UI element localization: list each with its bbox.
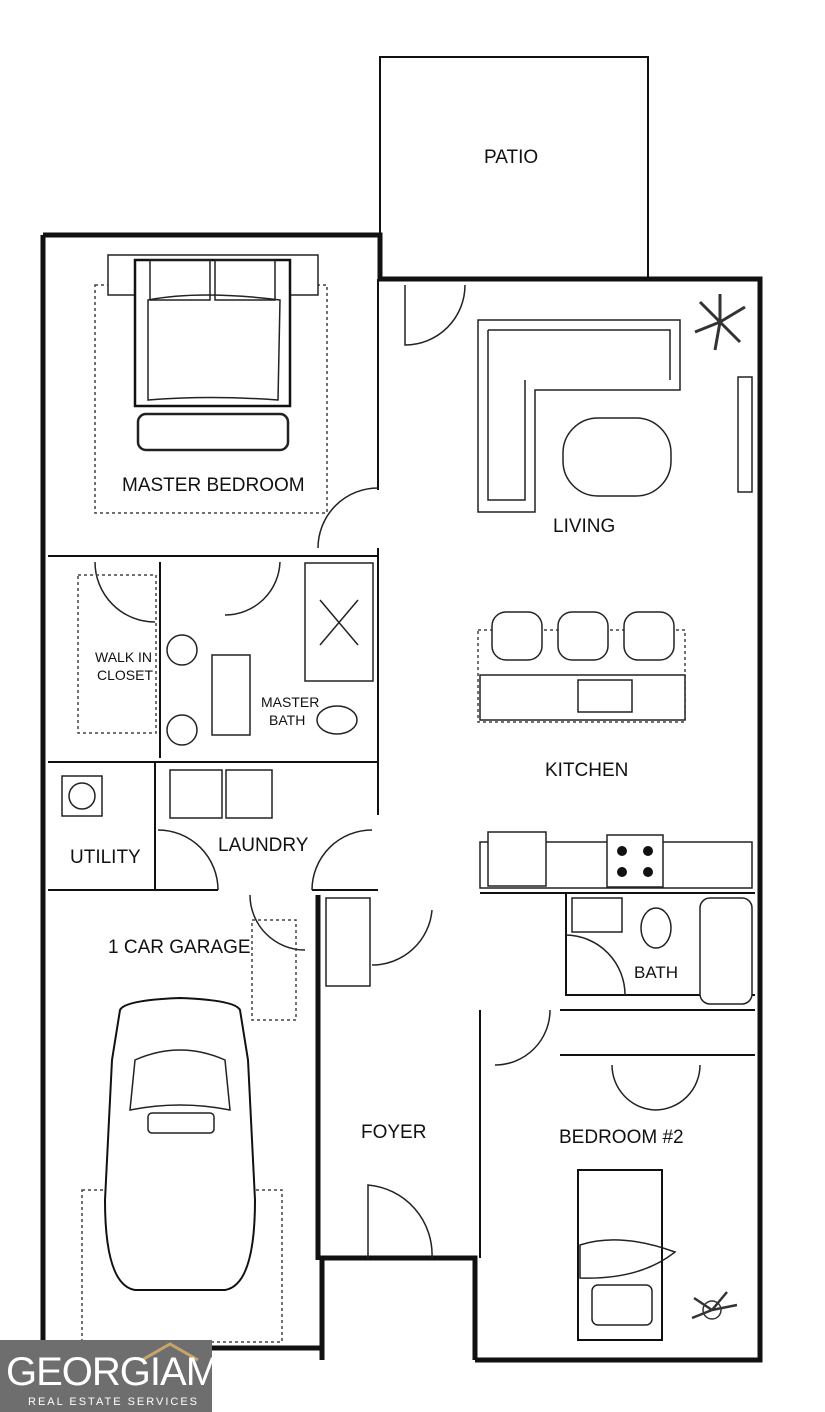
master-bedroom-door [317, 487, 379, 549]
walk-in-closet-rod [77, 574, 157, 734]
stool-2 [557, 611, 609, 661]
closet-wall [48, 562, 378, 763]
room-label-master-bath-1: MASTER [261, 694, 319, 710]
georgia-mls-logo: GEORGIAMLS REAL ESTATE SERVICES [0, 1340, 266, 1412]
room-label-garage: 1 CAR GARAGE [108, 937, 251, 958]
master-toilet [316, 705, 358, 735]
garage-attic-hatch [251, 919, 297, 1021]
room-label-foyer: FOYER [361, 1122, 426, 1143]
bedroom2-door [494, 1009, 551, 1066]
sectional-sofa [477, 319, 681, 513]
burner-4 [643, 867, 653, 877]
room-label-living: LIVING [553, 516, 615, 537]
logo-sub-text: REAL ESTATE SERVICES [28, 1396, 200, 1408]
car [103, 996, 257, 1291]
water-heater-circle [68, 782, 96, 810]
bath2-sink [571, 897, 623, 933]
exterior-wall [43, 232, 763, 1363]
sink-icon [577, 679, 633, 713]
room-label-walk-in-2: CLOSET [97, 667, 153, 683]
bath2-toilet [640, 907, 672, 949]
room-label-master-bedroom: MASTER BEDROOM [122, 475, 305, 496]
master-bed [133, 258, 292, 408]
bath-walls [565, 893, 755, 996]
room-label-kitchen: KITCHEN [545, 760, 628, 781]
shower-drain [319, 599, 359, 646]
burner-1 [617, 846, 627, 856]
patio-door [404, 284, 466, 346]
vanity-sink-1 [166, 634, 198, 666]
closet2-doors [611, 1064, 701, 1111]
bath-door [224, 561, 281, 616]
bedroom2-blanket [579, 1239, 677, 1279]
room-label-laundry: LAUNDRY [218, 835, 309, 856]
room-label-bedroom2: BEDROOM #2 [559, 1127, 684, 1148]
car-windshield [129, 1049, 231, 1111]
bedroom2-pillow [591, 1284, 653, 1326]
bedroom2-walls [479, 1009, 755, 1258]
front-door [367, 1184, 433, 1259]
bathtub [699, 897, 753, 1005]
coffee-table [562, 417, 672, 497]
garage-door-swing [249, 894, 306, 951]
car-roof [147, 1112, 215, 1134]
patio-outline [379, 56, 649, 280]
laundry-door [311, 829, 373, 891]
stool-3 [623, 611, 675, 661]
closet-door [94, 561, 156, 623]
room-label-master-bath-2: BATH [269, 712, 305, 728]
roof-icon [141, 1342, 199, 1362]
utility-door [157, 829, 219, 891]
burner-3 [617, 867, 627, 877]
plant-icon [691, 1291, 738, 1320]
master-bench [136, 412, 290, 452]
bath-mat [211, 654, 251, 736]
stool-1 [491, 611, 543, 661]
logo-main-text: GEORGIAMLS [6, 1350, 266, 1394]
room-label-patio: PATIO [484, 147, 538, 168]
burner-2 [643, 846, 653, 856]
foyer-closet [325, 897, 371, 987]
bath2-door [565, 934, 626, 996]
plant-icon [694, 294, 746, 351]
foyer-closet-door [371, 909, 433, 966]
washer [169, 769, 223, 819]
range [606, 834, 664, 888]
dryer [225, 769, 273, 819]
fridge [487, 831, 547, 887]
window-right [737, 376, 753, 493]
room-label-bath: BATH [634, 963, 678, 982]
vanity-sink-2 [166, 714, 198, 746]
master-duvet [147, 294, 281, 401]
room-label-walk-in-1: WALK IN [95, 649, 152, 665]
room-label-utility: UTILITY [70, 847, 141, 868]
water-heater [61, 775, 103, 817]
foyer-bottom-wall [319, 1255, 478, 1360]
